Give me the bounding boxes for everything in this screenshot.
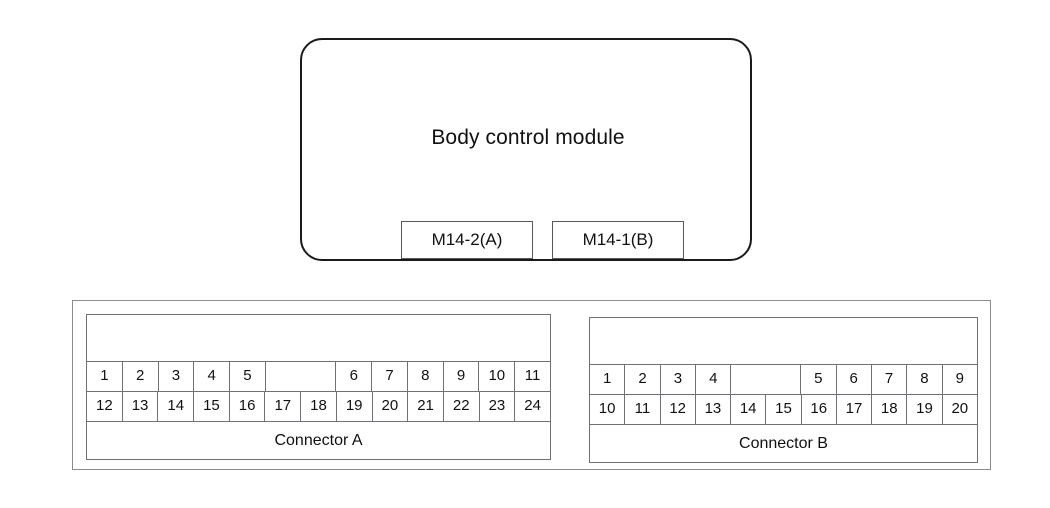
connector-b-pin-18: 18 bbox=[872, 395, 908, 424]
connector-a-pin-3: 3 bbox=[158, 362, 195, 391]
connector-b-pin-7: 7 bbox=[871, 365, 908, 394]
connector-a-top-gap bbox=[265, 362, 337, 391]
connector-b-pin-15: 15 bbox=[766, 395, 802, 424]
connector-b-pin-14: 14 bbox=[731, 395, 767, 424]
connector-b-pin-3: 3 bbox=[660, 365, 697, 394]
connector-a-pin-12: 12 bbox=[87, 392, 123, 421]
connector-b-pin-2: 2 bbox=[625, 365, 661, 394]
connector-a-pin-14: 14 bbox=[158, 392, 195, 421]
connector-b-pin-20: 20 bbox=[942, 395, 977, 424]
connector-b-pin-12: 12 bbox=[660, 395, 696, 424]
connector-a-pin-4: 4 bbox=[194, 362, 231, 391]
connector-a-pin-5: 5 bbox=[230, 362, 266, 391]
connector-a-pin-17: 17 bbox=[265, 392, 302, 421]
connector-b-pin-6: 6 bbox=[836, 365, 872, 394]
connector-a-pin-8: 8 bbox=[407, 362, 444, 391]
connector-a-pin-13: 13 bbox=[122, 392, 159, 421]
connector-b-pin-1: 1 bbox=[590, 365, 626, 394]
connector-a-pin-16: 16 bbox=[229, 392, 266, 421]
connector-b-pin-13: 13 bbox=[695, 395, 732, 424]
connector-b-top-band bbox=[590, 318, 977, 365]
connector-a-pin-22: 22 bbox=[443, 392, 480, 421]
connector-b-pin-9: 9 bbox=[942, 365, 977, 394]
connector-a-pin-24: 24 bbox=[515, 392, 550, 421]
connector-a-top-band bbox=[87, 315, 550, 362]
connector-a-pin-15: 15 bbox=[194, 392, 230, 421]
module-title: Body control module bbox=[431, 126, 625, 149]
connector-b-pin-11: 11 bbox=[625, 395, 661, 424]
connector-b-pin-17: 17 bbox=[836, 395, 873, 424]
connector-a-pin-9: 9 bbox=[443, 362, 480, 391]
connector-a-pin-20: 20 bbox=[372, 392, 409, 421]
connector-b-pin-10: 10 bbox=[590, 395, 626, 424]
connector-b-top-gap bbox=[731, 365, 802, 394]
connector-a-pin-7: 7 bbox=[372, 362, 408, 391]
connector-b-pin-4: 4 bbox=[696, 365, 732, 394]
connector-stub-m14-1b: M14-1(B) bbox=[552, 221, 684, 259]
connector-a-pin-21: 21 bbox=[408, 392, 444, 421]
connector-b-pin-16: 16 bbox=[801, 395, 837, 424]
connector-a-pin-11: 11 bbox=[515, 362, 550, 391]
connector-stub-m14-2a: M14-2(A) bbox=[401, 221, 533, 259]
connector-a-pin-1: 1 bbox=[87, 362, 123, 391]
connector-b-pin-8: 8 bbox=[907, 365, 943, 394]
connector-a-caption: Connector A bbox=[274, 431, 363, 449]
connector-a-pin-19: 19 bbox=[336, 392, 373, 421]
connector-a-pin-23: 23 bbox=[479, 392, 516, 421]
connector-a-pin-18: 18 bbox=[301, 392, 337, 421]
connector-b-pin-19: 19 bbox=[907, 395, 943, 424]
connector-b-caption: Connector B bbox=[739, 434, 828, 452]
connector-a-pin-10: 10 bbox=[479, 362, 516, 391]
connector-b-pin-5: 5 bbox=[801, 365, 837, 394]
connector-a-pin-2: 2 bbox=[122, 362, 159, 391]
connector-a-pin-6: 6 bbox=[336, 362, 373, 391]
